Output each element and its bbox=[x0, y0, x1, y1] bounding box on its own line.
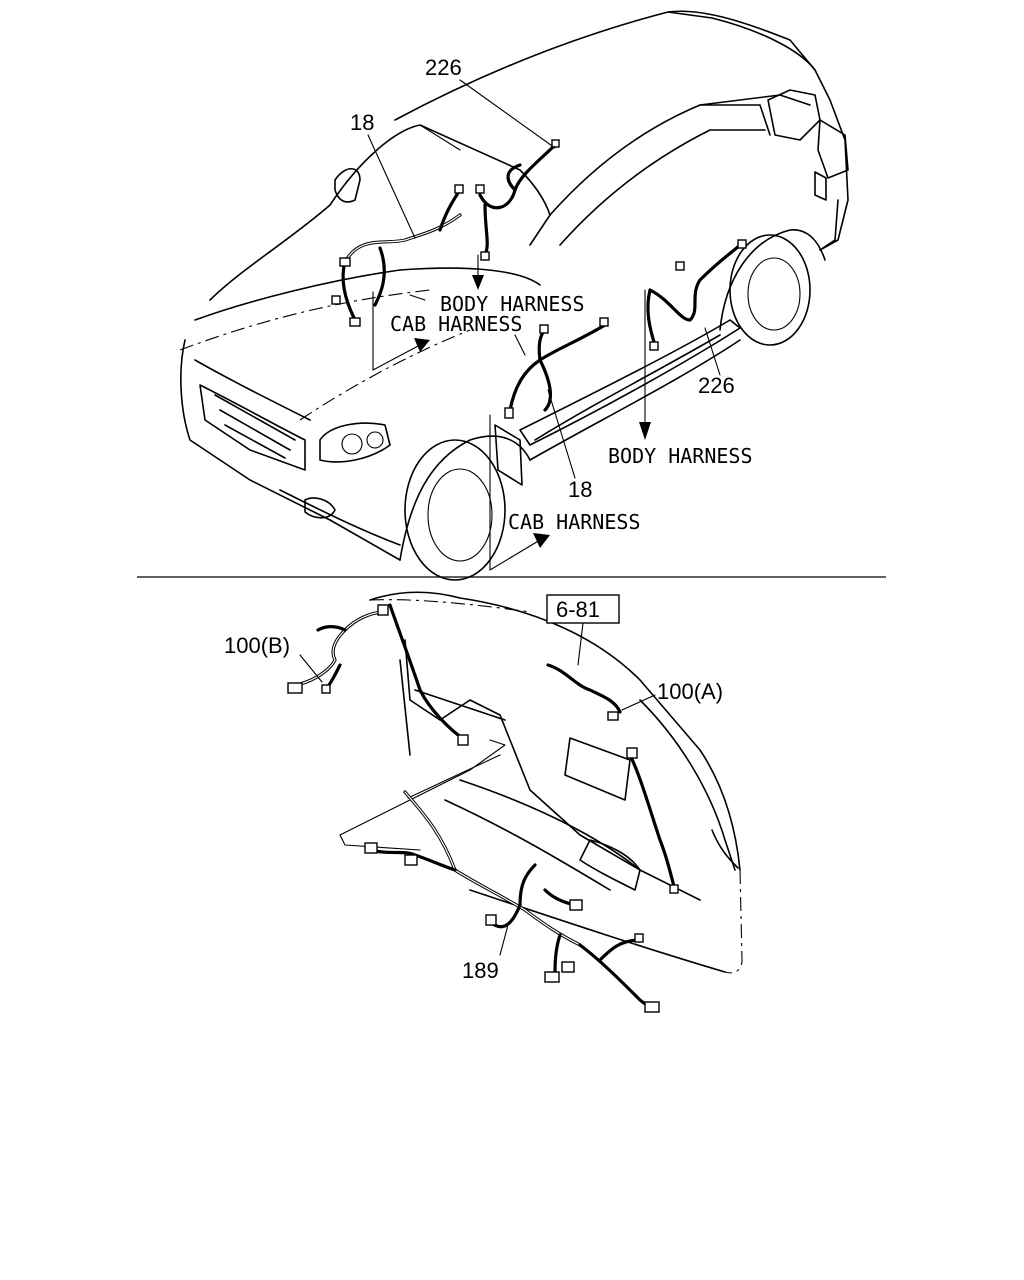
tailgate-illustration bbox=[339, 591, 743, 974]
flow-arrows bbox=[372, 254, 651, 571]
callout-189: 189 bbox=[462, 958, 499, 983]
harness-189 bbox=[364, 790, 660, 1013]
harness-100b bbox=[287, 604, 389, 694]
label-cab-harness-bottom: CAB HARNESS bbox=[508, 510, 640, 534]
reference-box-label: 6-81 bbox=[556, 597, 600, 622]
callout-100a: 100(A) bbox=[657, 679, 723, 704]
reference-box: 6-81 bbox=[546, 594, 620, 624]
label-body-harness-top: BODY HARNESS bbox=[440, 292, 585, 316]
leader-lines-top bbox=[367, 79, 721, 479]
leader-lines-bottom bbox=[299, 622, 656, 956]
callout-100b: 100(B) bbox=[224, 633, 290, 658]
label-cab-harness-top: CAB HARNESS bbox=[390, 312, 522, 336]
harness-18-top bbox=[331, 184, 464, 327]
harness-226-right bbox=[646, 239, 747, 351]
callout-226-right: 226 bbox=[698, 373, 735, 398]
harness-226-top bbox=[475, 139, 560, 261]
harness-18-bottom bbox=[504, 317, 609, 419]
callout-226-top: 226 bbox=[425, 55, 462, 80]
callout-18-top: 18 bbox=[350, 110, 374, 135]
callout-18-bottom: 18 bbox=[568, 477, 592, 502]
label-body-harness-right: BODY HARNESS bbox=[608, 444, 753, 468]
harness-100a bbox=[388, 603, 679, 894]
vehicle-illustration bbox=[179, 10, 849, 581]
